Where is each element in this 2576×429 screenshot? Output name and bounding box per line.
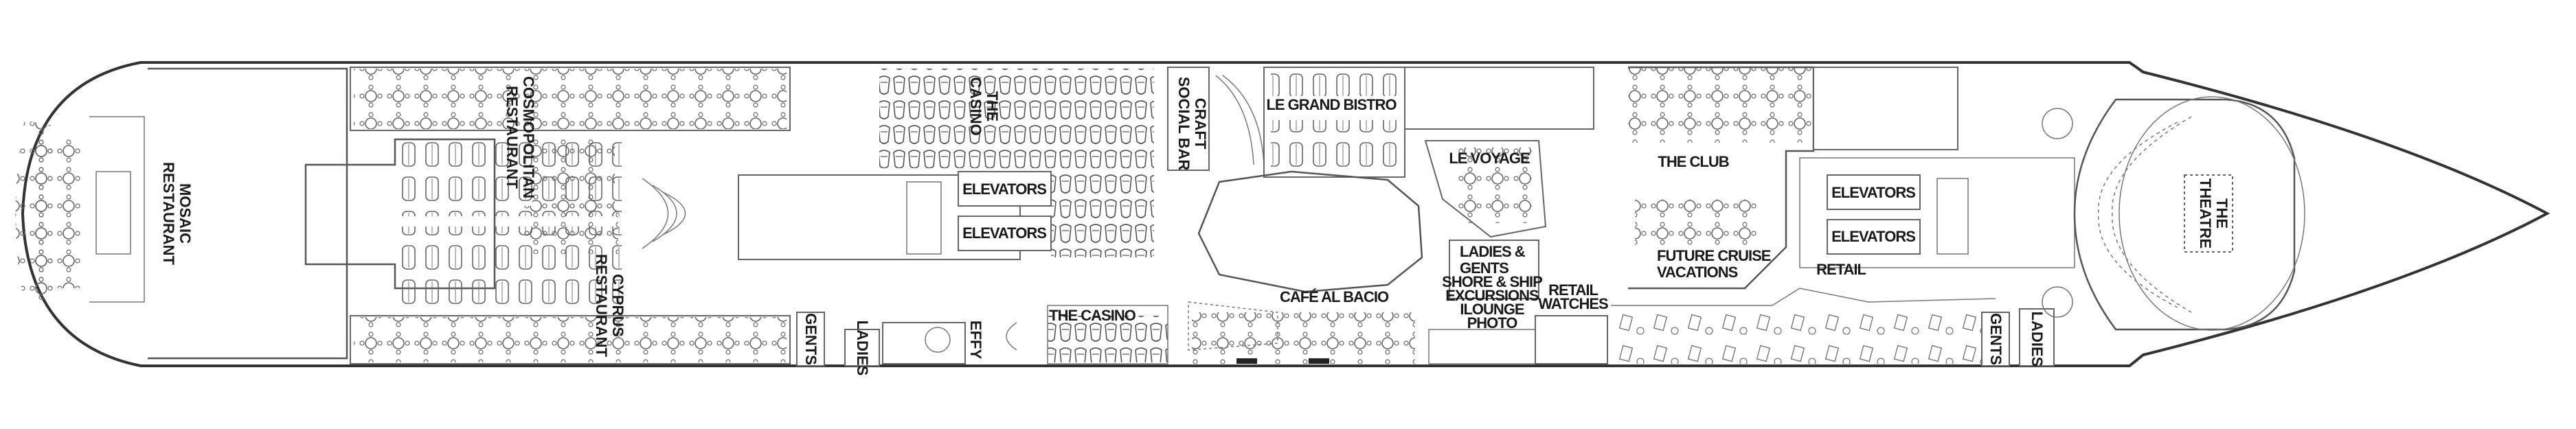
label-gents-fwd: GENTS [1987, 313, 2004, 365]
le-voyage-seating [1456, 148, 1532, 223]
gents-aft-room[interactable] [796, 312, 825, 367]
elevators-aft-2-box[interactable] [958, 216, 1052, 251]
cosmopolitan-restaurant[interactable] [350, 67, 791, 216]
gents-fwd-room[interactable] [1981, 312, 2010, 367]
label-effy: EFFY [967, 321, 984, 360]
label-le-grand-bistro: LE GRAND BISTRO [1266, 96, 1397, 113]
craft-social-bar[interactable] [1167, 67, 1210, 171]
elevators-aft-1-box[interactable] [958, 171, 1052, 207]
upper-void [1404, 67, 1594, 130]
label-theatre: THETHEATRE [2197, 178, 2230, 248]
label-cosmopolitan: COSMOPOLITANRESTAURANT [504, 76, 537, 198]
aft-stairs [906, 181, 942, 255]
effy-store[interactable] [882, 322, 1017, 364]
label-casino-vertical: THECASINO [967, 77, 1001, 136]
ladies-gents-room[interactable] [1449, 240, 1539, 299]
label-mosaic: MOSAICRESTAURANT [160, 162, 194, 265]
label-elevators-fwd-2: ELEVATORS [1831, 228, 1915, 245]
label-ladies-fwd: LADIES [2029, 312, 2046, 367]
ladies-fwd-room[interactable] [2019, 308, 2055, 367]
central-atrium [1197, 170, 1423, 293]
label-ladies-aft: LADIES [854, 321, 871, 376]
label-cyprus: CYPRUSRESTAURANT [593, 254, 626, 357]
fwd-service-block [1813, 67, 1958, 150]
cyprus-restaurant[interactable] [350, 206, 791, 364]
ladies-aft-room[interactable] [844, 329, 880, 367]
label-elevators-aft-2: ELEVATORS [962, 224, 1046, 242]
retail-watches-store[interactable] [1535, 315, 1608, 364]
label-ladies-gents: LADIES &GENTS [1460, 243, 1526, 277]
label-elevators-fwd-1: ELEVATORS [1831, 184, 1915, 201]
the-theatre[interactable] [2042, 96, 2305, 331]
label-gents-aft: GENTS [802, 313, 820, 365]
aft-staircase [642, 178, 686, 249]
label-le-voyage: LE VOYAGE [1449, 150, 1530, 167]
label-elevators-aft-1: ELEVATORS [962, 181, 1046, 198]
retail-boundary [1611, 288, 1996, 306]
bar-counter [1215, 75, 1265, 165]
elevators-fwd-2-box[interactable] [1827, 219, 1921, 255]
le-grand-bistro[interactable] [1263, 67, 1405, 178]
label-craft: CRAFTSOCIAL BAR [1175, 77, 1209, 171]
cafe-al-bacio[interactable] [1188, 301, 1415, 364]
label-cafe-al-bacio: CAFÉ AL BACIO [1280, 288, 1389, 305]
the-club[interactable] [1628, 66, 1815, 290]
elevators-fwd-1-box[interactable] [1827, 174, 1921, 210]
retail-shops[interactable] [1611, 305, 1996, 364]
fwd-stairs [1936, 178, 1969, 255]
label-the-club: THE CLUB [1658, 153, 1728, 170]
label-retail: RETAIL [1816, 261, 1866, 278]
casino[interactable] [879, 69, 1168, 364]
label-casino: THE CASINO [1049, 307, 1136, 324]
mosaic-restaurant[interactable] [15, 67, 348, 360]
